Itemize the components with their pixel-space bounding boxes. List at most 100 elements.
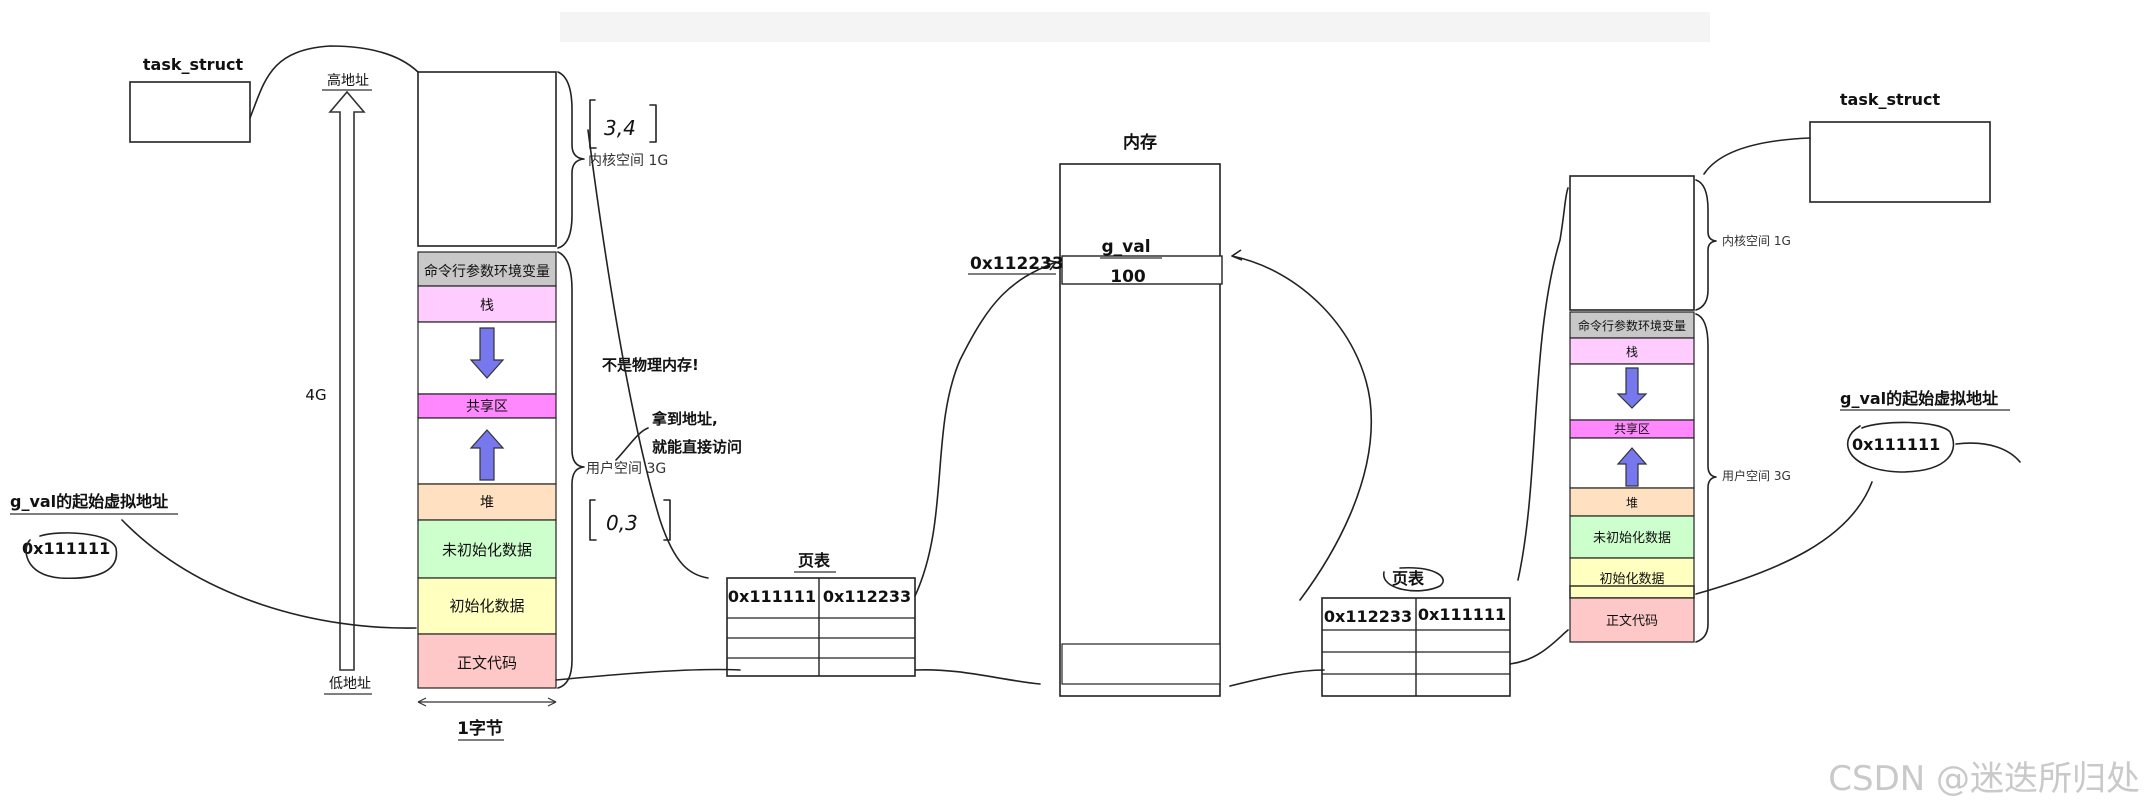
memory-phys-addr: 0x112233 — [970, 254, 1064, 274]
left-text-label: 正文代码 — [457, 654, 517, 672]
memory-block — [1059, 163, 1221, 697]
left-kernel-brace — [557, 71, 585, 249]
left-heap-segment — [417, 483, 557, 521]
right-kernel-block — [1569, 175, 1695, 311]
left-user-space-label: 用户空间 3G — [586, 460, 666, 477]
left-table-to-memory-link — [914, 261, 1057, 597]
left-shared-segment — [417, 393, 557, 419]
right-memory-to-table-link — [1231, 255, 1373, 601]
left-page-table-virtual: 0x111111 — [728, 587, 816, 606]
right-page-table-virtual: 0x111111 — [1418, 605, 1506, 624]
right-bss-segment — [1569, 515, 1695, 559]
left-gval-circle — [25, 532, 118, 580]
left-stack-segment — [417, 285, 557, 323]
top-shadow-band — [560, 12, 1710, 42]
left-shared-label: 共享区 — [466, 398, 508, 415]
left-task-struct-label: task_struct — [143, 55, 244, 74]
right-cmdline-segment — [1569, 311, 1695, 339]
left-note-bracket-open — [589, 99, 597, 149]
left-text-segment — [417, 633, 557, 689]
left-note-34: 3,4 — [604, 116, 636, 140]
right-page-table-physical: 0x112233 — [1324, 607, 1412, 626]
left-low-address-label: 低地址 — [329, 676, 371, 692]
left-task-struct-link — [249, 45, 419, 119]
right-table-to-text-link — [1509, 629, 1569, 665]
left-data-label: 初始化数据 — [449, 597, 524, 615]
right-text-segment — [1569, 597, 1695, 643]
right-stack-grow-down-arrow — [1616, 367, 1648, 409]
right-bss-label: 未初始化数据 — [1593, 531, 1671, 546]
left-heap-label: 堆 — [480, 495, 494, 511]
right-gval-virtual-addr: 0x111111 — [1852, 435, 1940, 454]
right-user-space-label: 用户空间 3G — [1722, 468, 1791, 483]
left-page-table-physical: 0x112233 — [823, 587, 911, 606]
right-task-struct-link — [1703, 137, 1811, 175]
left-note2-bracket-open — [589, 499, 597, 541]
left-curve-to-page-table — [587, 129, 709, 579]
left-kernel-block — [417, 71, 557, 247]
right-gval-circle — [1846, 421, 1955, 473]
right-kernel-brace — [1695, 179, 1717, 311]
memory-var-value: 100 — [1110, 267, 1146, 287]
right-task-struct-label: task_struct — [1840, 90, 1941, 109]
memory-var-name: g_val — [1101, 237, 1150, 257]
left-data-segment — [417, 577, 557, 635]
right-text-label: 正文代码 — [1606, 614, 1658, 629]
right-page-table-title: 页表 — [1392, 569, 1425, 588]
get-address-pointer — [615, 427, 649, 461]
memory-bottom-cell — [1061, 643, 1221, 685]
right-heap-grow-up-arrow — [1616, 447, 1648, 487]
right-data-label: 初始化数据 — [1599, 572, 1664, 587]
right-stack-segment — [1569, 337, 1695, 365]
left-table-bottom-link — [914, 668, 1041, 685]
right-page-table-circle — [1383, 567, 1444, 592]
left-width-arrowheads — [417, 697, 557, 707]
right-shared-label: 共享区 — [1614, 421, 1650, 436]
right-kernel-space-label: 内核空间 1G — [1722, 234, 1791, 248]
csdn-watermark: CSDN @迷迭所归处 — [1828, 759, 2140, 799]
left-stack-label: 栈 — [480, 298, 494, 314]
left-note-bracket-close — [649, 104, 657, 143]
left-gval-virtual-addr: 0x111111 — [22, 539, 110, 558]
left-byte-label: 1字节 — [457, 718, 503, 739]
left-task-struct-box — [129, 81, 251, 143]
right-heap-label: 堆 — [1626, 496, 1638, 510]
memory-gval-cell — [1061, 255, 1223, 285]
left-high-address-label: 高地址 — [327, 72, 369, 89]
right-gval-virtual-label: g_val的起始虚拟地址 — [1840, 389, 1998, 408]
right-memory-arrowhead — [1231, 249, 1243, 261]
right-stack-label: 栈 — [1626, 344, 1638, 359]
right-heap-segment — [1569, 487, 1695, 517]
left-gval-link — [121, 519, 417, 629]
left-user-brace — [557, 251, 585, 689]
left-note-03: 0,3 — [606, 511, 638, 535]
left-stack-grow-down-arrow — [469, 327, 505, 379]
left-bss-segment — [417, 519, 557, 579]
right-table-to-space-link — [1517, 187, 1569, 581]
left-kernel-space-label: 内核空间 1G — [588, 153, 668, 169]
get-address-note-line2: 就能直接访问 — [652, 438, 742, 456]
left-4g-label: 4G — [305, 386, 326, 404]
left-cmdline-segment — [417, 251, 557, 287]
right-task-struct-box — [1809, 121, 1991, 203]
memory-title: 内存 — [1123, 132, 1157, 153]
right-cmdline-label: 命令行参数环境变量 — [1578, 318, 1686, 333]
left-page-table-title: 页表 — [798, 551, 831, 570]
left-heap-grow-up-arrow — [469, 429, 505, 481]
left-text-to-table-link — [555, 668, 741, 681]
right-gval-tail — [1955, 442, 2021, 463]
right-data-segment — [1569, 557, 1695, 599]
right-gval-link — [1695, 481, 1873, 595]
right-user-brace — [1695, 313, 1717, 643]
left-cmdline-label: 命令行参数环境变量 — [424, 263, 550, 280]
left-process: task_struct 高地址 4G 低地址 命令行参数环境变量 栈 共享区 堆… — [10, 45, 1057, 741]
left-page-table — [726, 577, 916, 677]
not-physical-note: 不是物理内存! — [602, 356, 699, 374]
get-address-note-line1: 拿到地址, — [651, 410, 718, 428]
left-table-to-memory-arrowhead — [1045, 259, 1057, 271]
physical-memory: 内存 g_val 100 0x112233 — [968, 132, 1223, 697]
left-up-arrow — [328, 90, 366, 671]
left-gval-virtual-label: g_val的起始虚拟地址 — [10, 492, 168, 511]
right-table-bottom-link — [1229, 669, 1325, 687]
